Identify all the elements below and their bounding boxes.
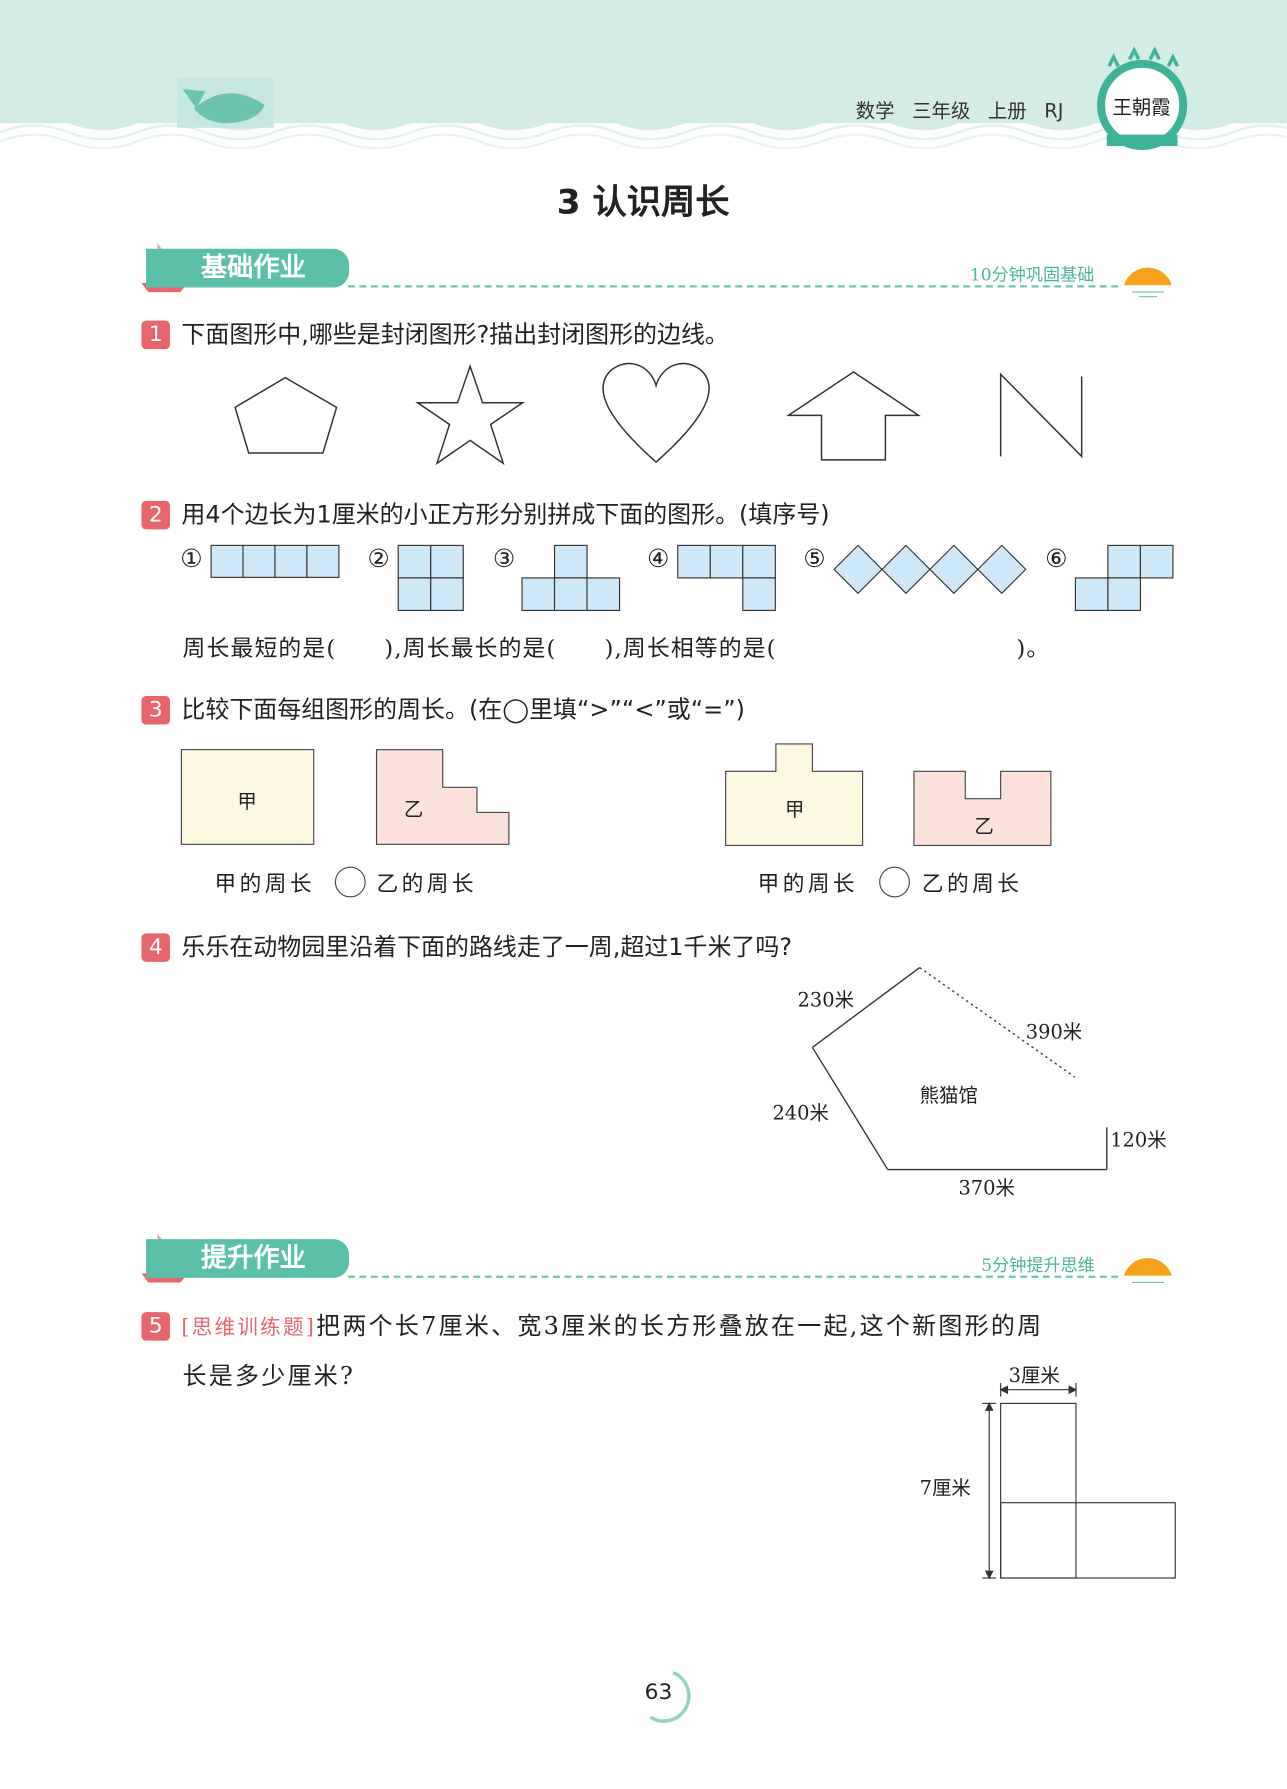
marker-6: ⑥ — [1045, 545, 1068, 574]
question-badge: 1 — [141, 320, 171, 350]
question-text: 把两个长7厘米、宽3厘米的长方形叠放在一起,这个新图形的周 — [316, 1312, 1044, 1340]
divider — [348, 285, 1119, 288]
marker-3: ③ — [492, 545, 516, 574]
side-label: 120米 — [1110, 1129, 1167, 1153]
height-label: 7厘米 — [919, 1477, 971, 1501]
marker-2: ② — [367, 545, 390, 574]
q1-shapes — [234, 362, 1083, 466]
question-badge: 5 — [141, 1312, 171, 1341]
question-badge: 3 — [141, 696, 171, 725]
star-shape — [415, 363, 525, 466]
volume-label: 上册 — [987, 100, 1027, 124]
logo-text: 王朝霞 — [1112, 96, 1171, 120]
section-banner-advanced: 提升作业 — [146, 1239, 350, 1278]
grade-label: 三年级 — [912, 100, 971, 124]
question-text: 用4个边长为1厘米的小正方形分别拼成下面的图形。(填序号) — [181, 500, 830, 529]
compare-left-label: 甲的周长 — [757, 871, 859, 897]
side-label: 240米 — [772, 1102, 829, 1126]
compare-circle-1[interactable] — [334, 866, 366, 898]
label-yi: 乙 — [403, 798, 424, 822]
section-subtitle: 5分钟提升思维 — [981, 1255, 1095, 1276]
compare-right-label: 乙的周长 — [376, 871, 477, 897]
panda-house-label: 熊猫馆 — [919, 1085, 978, 1108]
compare-circle-2[interactable] — [879, 866, 910, 898]
edition-label: RJ — [1044, 100, 1064, 124]
question-3: 3 比较下面每组图形的周长。(在◯里填“>”“<”或“=”) — [141, 691, 745, 725]
shape-4 — [677, 544, 776, 612]
side-label: 370米 — [958, 1177, 1015, 1201]
shape-jia-2 — [725, 743, 864, 847]
shape-yi-2 — [913, 770, 1052, 847]
q3-shapes — [180, 743, 1052, 898]
arrow-house-shape — [785, 371, 921, 461]
sun-icon — [1123, 1258, 1172, 1284]
shape-jia-1 — [180, 749, 315, 845]
section-title: 提升作业 — [200, 1243, 306, 1274]
shape-2 — [397, 544, 464, 612]
sun-icon — [1123, 267, 1172, 298]
header-info: 数学 三年级 上册 RJ — [855, 95, 1064, 124]
q2-answer-blanks[interactable]: 周长最短的是( ),周长最长的是( ),周长相等的是( )。 — [182, 634, 1051, 662]
question-2: 2 用4个边长为1厘米的小正方形分别拼成下面的图形。(填序号) — [141, 496, 830, 530]
shape-6 — [1074, 544, 1174, 612]
marker-4: ④ — [646, 545, 670, 574]
label-jia: 甲 — [785, 798, 805, 822]
question-text: 比较下面每组图形的周长。(在◯里填“>”“<”或“=”) — [181, 696, 746, 724]
shape-5 — [833, 544, 1027, 595]
pentagon-shape — [234, 376, 338, 454]
marker-5: ⑤ — [803, 545, 826, 574]
question-tag: [思维训练题] — [181, 1315, 317, 1340]
subject-label: 数学 — [855, 100, 895, 124]
label-yi: 乙 — [974, 815, 994, 839]
shape-yi-1 — [375, 749, 510, 845]
compare-left-label: 甲的周长 — [214, 871, 315, 897]
question-badge: 2 — [141, 500, 171, 530]
label-jia: 甲 — [237, 790, 257, 814]
question-text-line2: 长是多少厘米? — [182, 1362, 356, 1390]
marker-1: ① — [180, 545, 203, 574]
n-open-shape — [999, 372, 1083, 459]
zoo-route-diagram — [811, 967, 1108, 1171]
section-title: 基础作业 — [200, 253, 306, 283]
shape-3 — [521, 544, 621, 612]
side-label: 390米 — [1025, 1021, 1083, 1045]
compare-right-label: 乙的周长 — [921, 871, 1023, 897]
width-label: 3厘米 — [1008, 1364, 1060, 1388]
question-1: 1 下面图形中,哪些是封闭图形?描出封闭图形的边线。 — [141, 316, 729, 350]
heart-shape — [602, 362, 710, 464]
question-text: 乐乐在动物园里沿着下面的路线走了一周,超过1千米了吗? — [181, 933, 793, 961]
question-5: 5 [思维训练题]把两个长7厘米、宽3厘米的长方形叠放在一起,这个新图形的周 — [141, 1308, 1043, 1342]
divider — [348, 1275, 1119, 1278]
q2-shapes — [210, 544, 1174, 612]
whale-icon — [176, 77, 274, 128]
shape-1 — [210, 544, 340, 578]
side-label: 230米 — [797, 989, 854, 1013]
question-4: 4 乐乐在动物园里沿着下面的路线走了一周,超过1千米了吗? — [141, 929, 792, 963]
overlap-rectangles-diagram — [982, 1382, 1176, 1580]
section-banner-basic: 基础作业 — [146, 248, 350, 288]
page-title: 3 认识周长 — [556, 182, 730, 223]
brand-logo — [1097, 46, 1188, 151]
question-text: 下面图形中,哪些是封闭图形?描出封闭图形的边线。 — [181, 320, 729, 349]
section-subtitle: 10分钟巩固基础 — [969, 264, 1095, 286]
page-number: 63 — [644, 1679, 673, 1705]
question-badge: 4 — [141, 933, 171, 962]
